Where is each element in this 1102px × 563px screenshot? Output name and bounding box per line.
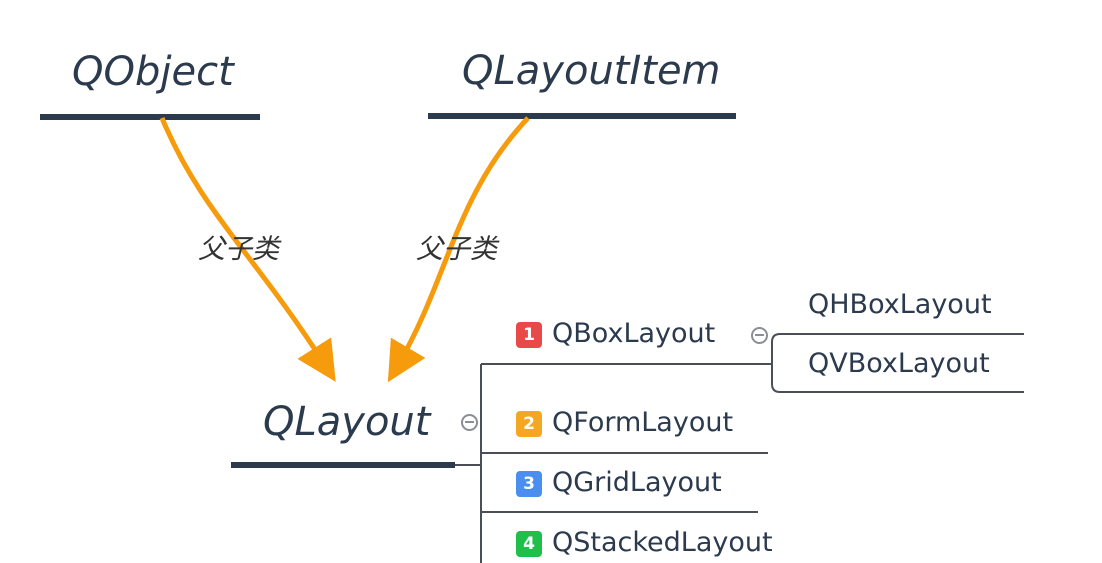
node-qlayout: QLayout [263,399,431,445]
edge-label-right: 父子类 [416,234,497,265]
qlayout-collapse-toggle[interactable] [461,414,478,431]
child-node-qstackedlayout[interactable]: QStackedLayout [552,527,773,558]
priority-badge-2: 2 [516,411,542,437]
priority-badge-4: 4 [516,531,542,557]
grandchild-node-qhboxlayout[interactable]: QHBoxLayout [808,289,992,320]
grandchild-node-qvboxlayout[interactable]: QVBoxLayout [808,348,990,379]
node-qobject: QObject [72,49,234,95]
priority-badge-3: 3 [516,471,542,497]
grandchildren-bracket [771,333,1024,393]
edge-label-left: 父子类 [198,234,279,265]
priority-badge-1: 1 [516,322,542,348]
child-node-qboxlayout[interactable]: QBoxLayout [552,318,716,349]
arrow-qobject-to-qlayout [159,117,336,382]
child-node-qgridlayout[interactable]: QGridLayout [552,467,722,498]
node-qlayoutitem: QLayoutItem [462,48,721,94]
arrow-qlayoutitem-to-qlayout [387,116,530,383]
child-node-qformlayout[interactable]: QFormLayout [552,407,734,438]
qboxlayout-collapse-toggle[interactable] [751,327,768,344]
